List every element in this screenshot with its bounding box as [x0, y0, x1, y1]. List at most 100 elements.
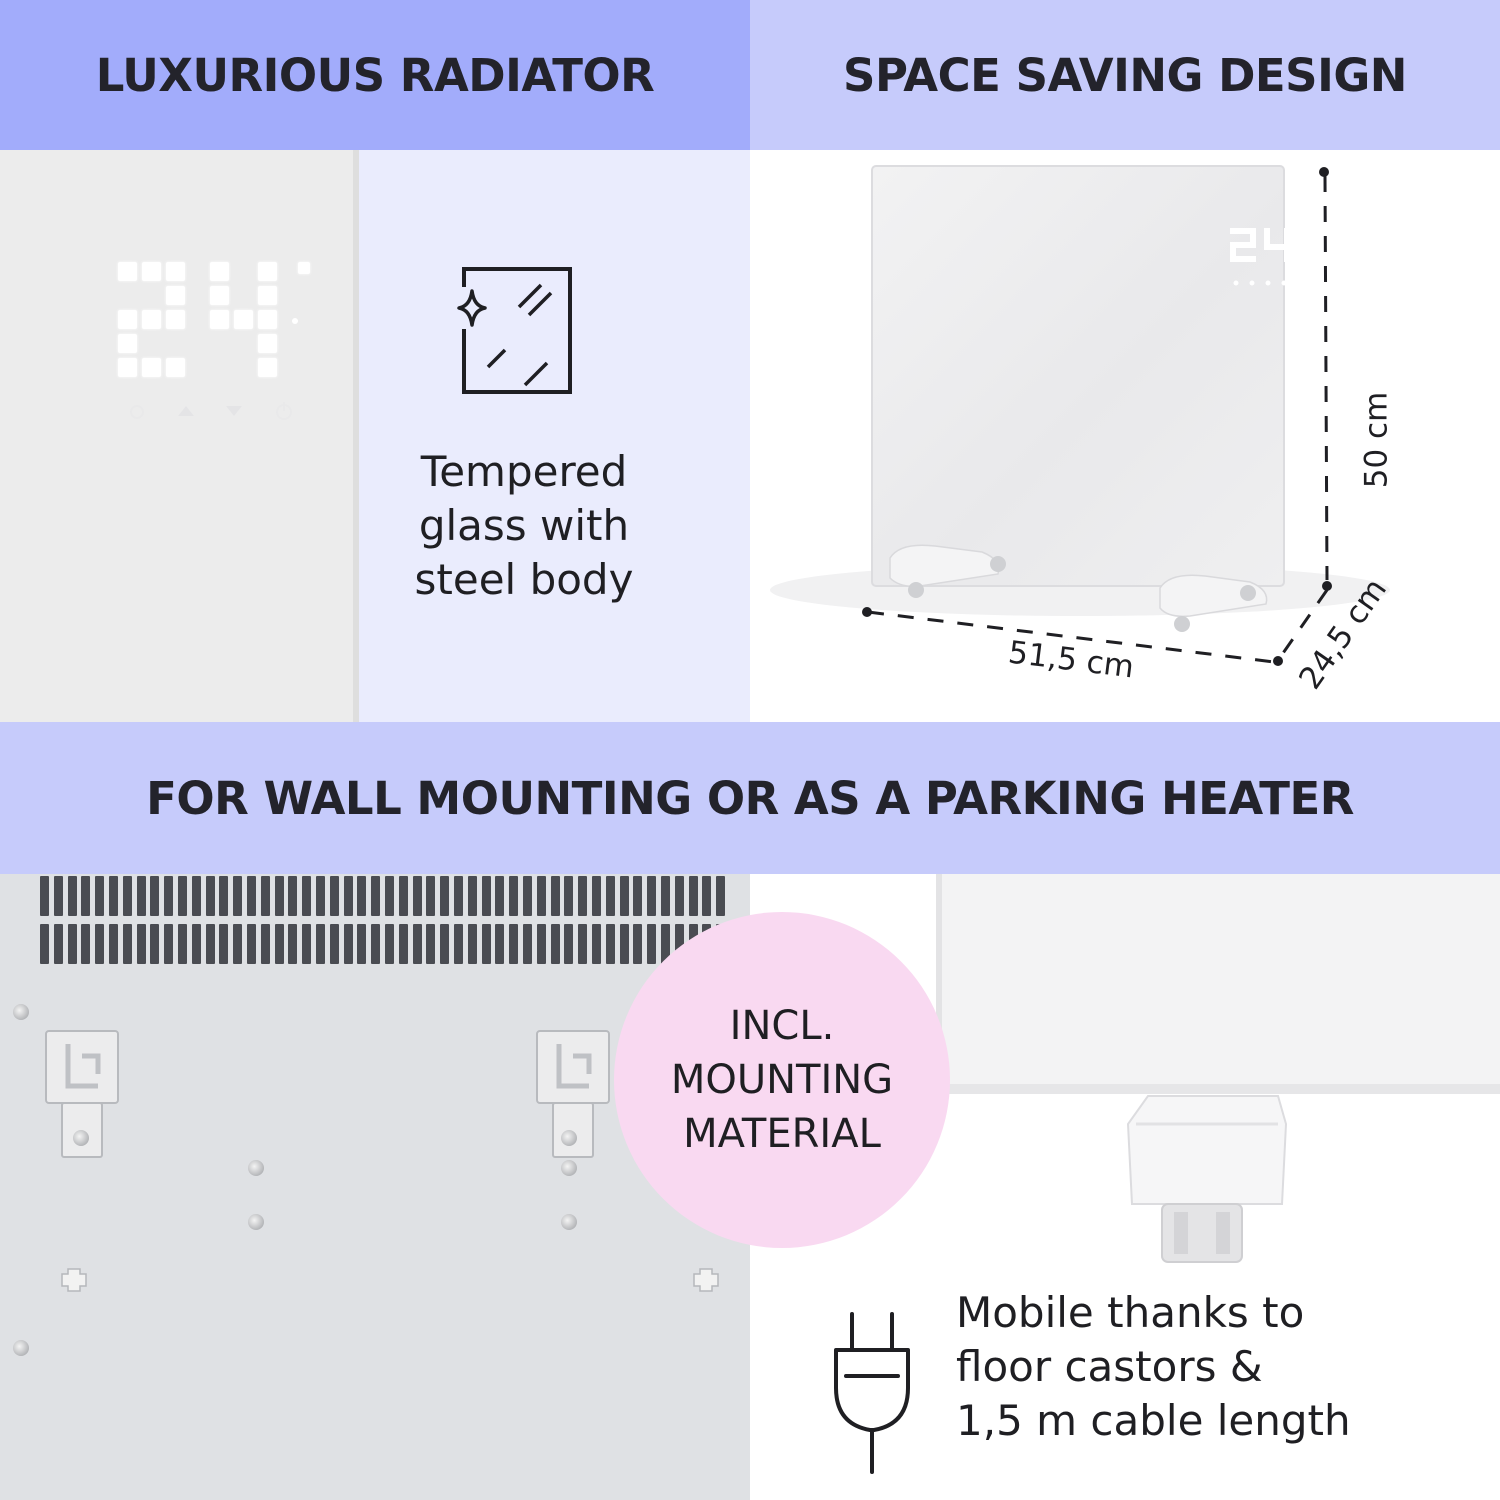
vent-slot: [136, 876, 146, 916]
screw: [73, 1130, 89, 1146]
vent-slot: [164, 924, 174, 964]
display-pixel: [258, 262, 277, 281]
vent-slot: [605, 924, 615, 964]
vent-slot: [523, 924, 532, 964]
vent-slot: [302, 876, 312, 916]
vent-slot: [164, 876, 174, 916]
vent-slot: [288, 876, 298, 916]
badge-line: MATERIAL: [683, 1111, 881, 1157]
vent-slot: [95, 876, 105, 916]
vent-slot: [454, 924, 463, 964]
vent-slot: [592, 876, 601, 916]
vent-slot: [150, 876, 160, 916]
display-pixel: [258, 286, 277, 305]
vent-slot: [481, 924, 491, 964]
display-pixel: [142, 310, 161, 329]
display-pixel: [258, 334, 277, 353]
vent-slot: [109, 924, 118, 964]
ventilation-slots: [0, 874, 750, 974]
vent-slot: [605, 876, 615, 916]
display-pixel: [166, 310, 185, 329]
display-pixel: [142, 262, 161, 281]
vent-slot: [302, 924, 312, 964]
screw: [561, 1130, 577, 1146]
vent-slot: [674, 876, 684, 916]
vent-slot: [371, 876, 381, 916]
vent-slot: [440, 876, 450, 916]
tempered-glass-icon: [455, 267, 572, 394]
vent-slot: [523, 876, 532, 916]
feature-line: floor castors &: [956, 1342, 1263, 1391]
display-pixel: [210, 262, 229, 281]
display-pixel: [118, 310, 137, 329]
vent-slot: [440, 924, 450, 964]
vent-slot: [178, 924, 187, 964]
vent-slot: [454, 876, 463, 916]
vent-slot: [536, 876, 546, 916]
vent-slot: [247, 876, 256, 916]
display-pixel: [258, 358, 277, 377]
control-buttons: [130, 318, 298, 420]
screw: [248, 1160, 264, 1176]
vent-slot: [191, 876, 201, 916]
vent-slot: [67, 876, 77, 916]
header-text: FOR WALL MOUNTING OR AS A PARKING HEATER: [146, 771, 1354, 825]
vent-slot: [260, 876, 270, 916]
vent-slot: [122, 924, 132, 964]
vent-slot: [550, 876, 560, 916]
display-pixel: [166, 262, 185, 281]
badge-line: MOUNTING: [670, 1057, 894, 1103]
vent-slot: [716, 876, 726, 916]
vent-slot: [426, 876, 436, 916]
vent-slot: [219, 924, 229, 964]
vent-slot: [647, 876, 657, 916]
vent-slot: [40, 876, 49, 916]
feature-line: Mobile thanks to: [956, 1288, 1305, 1337]
display-pixel: [118, 262, 137, 281]
vent-slot: [385, 924, 394, 964]
badge-line: INCL.: [729, 1003, 835, 1049]
vent-slot: [647, 924, 657, 964]
header-text: LUXURIOUS RADIATOR: [95, 48, 655, 102]
vent-slot: [122, 876, 132, 916]
vent-slot: [509, 924, 519, 964]
vent-slot: [357, 876, 367, 916]
vent-slot: [150, 924, 160, 964]
vent-slot: [53, 924, 63, 964]
vent-slot: [536, 924, 546, 964]
height-dimension-label: 50 cm: [1358, 391, 1395, 489]
header-text: SPACE SAVING DESIGN: [843, 48, 1407, 102]
heater-back-photo: [0, 874, 750, 1500]
feature-line: glass with: [418, 501, 630, 550]
vent-slot: [412, 924, 422, 964]
vent-slot: [81, 876, 91, 916]
display-pixel: [118, 334, 137, 353]
vent-slot: [674, 924, 684, 964]
glass-feature-panel: Tempered glass with steel body: [359, 150, 750, 722]
vent-slot: [385, 876, 394, 916]
vent-slot: [95, 924, 105, 964]
vent-slot: [371, 924, 381, 964]
vent-slot: [274, 924, 284, 964]
radiator-display-photo: 24: [0, 150, 358, 722]
vent-slot: [564, 924, 574, 964]
vent-slot: [481, 876, 491, 916]
vent-slot: [316, 924, 325, 964]
vent-slot: [578, 876, 588, 916]
vent-slot: [509, 876, 519, 916]
vent-slot: [219, 876, 229, 916]
vent-slot: [343, 876, 353, 916]
vent-slot: [205, 876, 215, 916]
vent-slot: [702, 876, 712, 916]
mounting-material-badge: INCL. MOUNTING MATERIAL: [614, 912, 950, 1248]
display-pixel: [166, 286, 185, 305]
mounting-brackets: [45, 1030, 719, 1292]
plug-icon: [834, 1312, 910, 1474]
vent-slot: [53, 876, 63, 916]
screw: [13, 1004, 29, 1020]
glass-feature-text: Tempered glass with steel body: [359, 445, 689, 607]
vent-slot: [67, 924, 77, 964]
screw: [561, 1160, 577, 1176]
radiator-illustration: [770, 165, 1390, 666]
vent-slot: [495, 876, 505, 916]
